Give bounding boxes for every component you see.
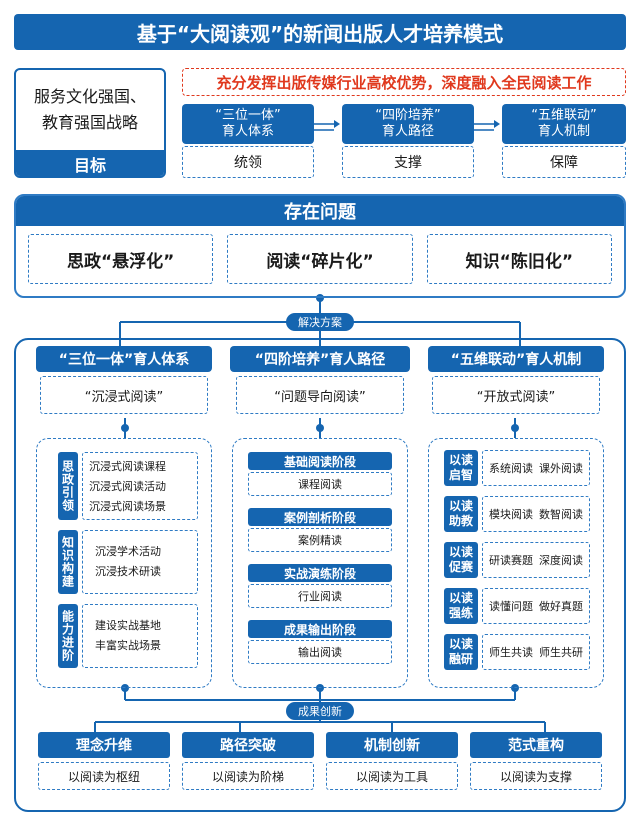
pillar-five-dimension: “五维联动” 育人机制 保障 xyxy=(502,104,626,178)
pillar-head-1: “四阶培养” xyxy=(375,108,441,123)
mechanism-row: 以读 促赛 研读赛题 深度阅读 xyxy=(444,542,590,578)
innovation-title: 机制创新 xyxy=(326,732,458,758)
banner: 充分发挥出版传媒行业高校优势，深度融入全民阅读工作 xyxy=(182,68,626,96)
group-item: 沉浸式阅读活动 xyxy=(89,480,166,493)
group-item: 建设实战基地 xyxy=(95,619,161,632)
solution-label: 解决方案 xyxy=(286,313,354,331)
stage-title: 成果输出阶段 xyxy=(248,620,392,638)
group-ideology: 思政引领 沉浸式阅读课程 沉浸式阅读活动 沉浸式阅读场景 xyxy=(58,452,198,520)
pillar-head-1: “五维联动” xyxy=(531,108,597,123)
pillar-body: 支撑 xyxy=(342,146,474,178)
mechanism-tag: 融研 xyxy=(448,652,473,666)
innovation-card: 理念升维 以阅读为枢纽 xyxy=(38,732,170,790)
stage-block: 成果输出阶段 输出阅读 xyxy=(248,620,392,664)
goal-text-line2: 教育强国战略 xyxy=(41,113,138,132)
page-title: 基于“大阅读观”的新闻出版人才培养模式 xyxy=(14,14,626,50)
mechanism-tag: 强练 xyxy=(448,606,473,620)
innovation-title: 理念升维 xyxy=(38,732,170,758)
group-knowledge: 知识构建 沉浸学术活动 沉浸技术研读 xyxy=(58,530,198,594)
column-mode: “问题导向阅读” xyxy=(236,376,404,414)
mechanism-item: 做好真题 xyxy=(539,600,583,613)
mechanism-item: 师生共研 xyxy=(539,646,583,659)
group-ability: 能力进阶 建设实战基地 丰富实战场景 xyxy=(58,604,198,668)
pillar-head-2: 育人路径 xyxy=(381,124,434,139)
problem-item: 思政“悬浮化” xyxy=(28,234,214,284)
column-head-four-stage: “四阶培养”育人路径 xyxy=(230,346,410,372)
problem-item: 阅读“碎片化” xyxy=(227,234,413,284)
mechanism-tag: 助教 xyxy=(448,514,473,528)
mechanism-row: 以读 启智 系统阅读 课外阅读 xyxy=(444,450,590,486)
group-tag: 知识构建 xyxy=(58,530,78,594)
stage-body: 案例精读 xyxy=(248,528,392,552)
innovation-body: 以阅读为支撑 xyxy=(470,762,602,790)
mechanism-item: 读懂问题 xyxy=(489,600,533,613)
innovation-body: 以阅读为枢纽 xyxy=(38,762,170,790)
goal-text-line1: 服务文化强国、 xyxy=(33,87,146,106)
pillar-head-1: “三位一体” xyxy=(215,108,281,123)
stage-block: 基础阅读阶段 课程阅读 xyxy=(248,452,392,496)
pillar-four-stage: “四阶培养” 育人路径 支撑 xyxy=(342,104,474,178)
mechanism-row: 以读 融研 师生共读 师生共研 xyxy=(444,634,590,670)
stage-body: 行业阅读 xyxy=(248,584,392,608)
column-detail-box xyxy=(36,438,212,688)
mechanism-item: 数智阅读 xyxy=(539,508,583,521)
mechanism-tag: 以读 xyxy=(448,453,473,467)
innovation-card: 范式重构 以阅读为支撑 xyxy=(470,732,602,790)
pillar-body: 统领 xyxy=(182,146,314,178)
mechanism-item: 深度阅读 xyxy=(539,554,583,567)
mechanism-tag: 启智 xyxy=(448,468,473,482)
group-item: 沉浸学术活动 xyxy=(95,545,161,558)
column-head-three-in-one: “三位一体”育人体系 xyxy=(36,346,212,372)
innovation-body: 以阅读为工具 xyxy=(326,762,458,790)
mechanism-tag: 促赛 xyxy=(448,560,473,574)
pillar-three-in-one: “三位一体” 育人体系 统领 xyxy=(182,104,314,178)
group-tag: 能力进阶 xyxy=(58,604,78,668)
column-mode: “沉浸式阅读” xyxy=(40,376,208,414)
mechanism-item: 师生共读 xyxy=(489,646,533,659)
innovation-card: 机制创新 以阅读为工具 xyxy=(326,732,458,790)
innovation-body: 以阅读为阶梯 xyxy=(182,762,314,790)
pillar-head-2: 育人体系 xyxy=(221,124,274,139)
mechanism-item: 系统阅读 xyxy=(489,462,533,475)
mechanism-item: 课外阅读 xyxy=(539,462,583,475)
innovation-card: 路径突破 以阅读为阶梯 xyxy=(182,732,314,790)
group-item: 丰富实战场景 xyxy=(95,639,161,652)
problems-section: 存在问题 思政“悬浮化” 阅读“碎片化” 知识“陈旧化” xyxy=(14,194,626,298)
mechanism-tag: 以读 xyxy=(448,591,473,605)
mechanism-tag: 以读 xyxy=(448,637,473,651)
pillar-head-2: 育人机制 xyxy=(537,124,590,139)
stage-body: 课程阅读 xyxy=(248,472,392,496)
solution-container xyxy=(14,338,626,812)
stage-title: 实战演练阶段 xyxy=(248,564,392,582)
group-item: 沉浸式阅读课程 xyxy=(89,460,166,473)
group-tag: 思政引领 xyxy=(58,452,78,520)
column-head-five-dimension: “五维联动”育人机制 xyxy=(428,346,604,372)
goal-box: 服务文化强国、 教育强国战略 目标 xyxy=(14,68,166,178)
group-item: 沉浸技术研读 xyxy=(95,565,161,578)
pillar-body: 保障 xyxy=(502,146,626,178)
mechanism-tag: 以读 xyxy=(448,545,473,559)
mechanism-row: 以读 助教 模块阅读 数智阅读 xyxy=(444,496,590,532)
column-detail-box xyxy=(232,438,408,688)
group-item: 沉浸式阅读场景 xyxy=(89,500,166,513)
column-mode: “开放式阅读” xyxy=(432,376,600,414)
mechanism-row: 以读 强练 读懂问题 做好真题 xyxy=(444,588,590,624)
mechanism-item: 研读赛题 xyxy=(489,554,533,567)
column-detail-box xyxy=(428,438,604,688)
innovation-title: 路径突破 xyxy=(182,732,314,758)
stage-block: 实战演练阶段 行业阅读 xyxy=(248,564,392,608)
stage-title: 基础阅读阶段 xyxy=(248,452,392,470)
mechanism-item: 模块阅读 xyxy=(489,508,533,521)
problems-title: 存在问题 xyxy=(16,196,624,226)
innovation-title: 范式重构 xyxy=(470,732,602,758)
stage-body: 输出阅读 xyxy=(248,640,392,664)
stage-title: 案例剖析阶段 xyxy=(248,508,392,526)
mechanism-tag: 以读 xyxy=(448,499,473,513)
stage-block: 案例剖析阶段 案例精读 xyxy=(248,508,392,552)
outcome-label: 成果创新 xyxy=(286,702,354,720)
goal-label: 目标 xyxy=(16,150,164,176)
problem-item: 知识“陈旧化” xyxy=(426,234,612,284)
